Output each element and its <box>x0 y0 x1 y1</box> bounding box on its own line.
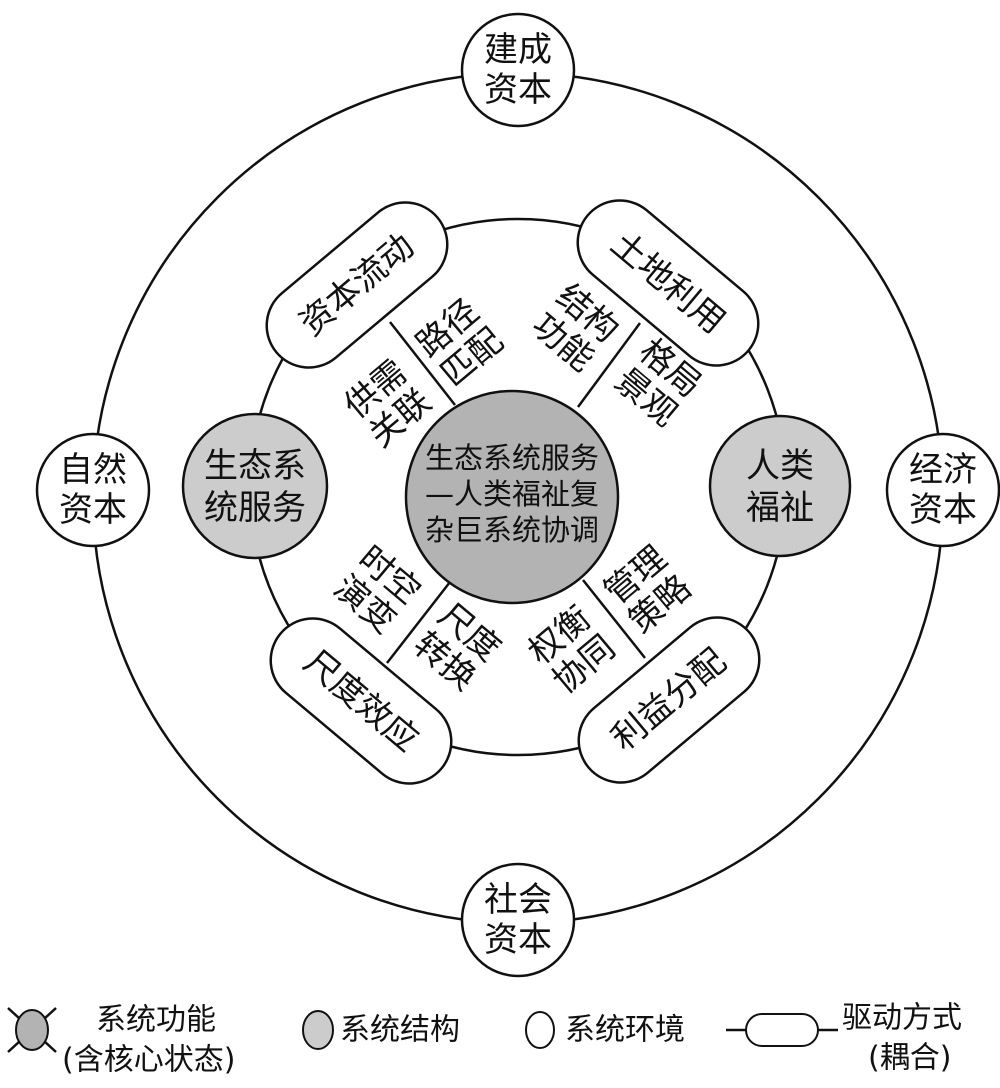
diagram-label: 经济 <box>909 450 977 490</box>
function-spatiotemporal: 时空 演变 <box>326 538 428 641</box>
env-node-social-capital: 社会 资本 <box>460 862 576 978</box>
legend-structure-label: 系统结构 <box>340 1013 460 1048</box>
diagram-label: 建成 <box>484 30 552 70</box>
legend-structure-icon <box>302 1010 334 1050</box>
legend-function-label: 系统功能 <box>96 1003 216 1038</box>
structure-node-human-wellbeing: 人类 福祉 <box>708 414 852 558</box>
legend-driver-sublabel: (耦合) <box>868 1041 951 1076</box>
legend-function-sublabel: (含核心状态) <box>62 1043 235 1078</box>
divider-line <box>389 321 456 406</box>
diagram-label: —人类福祉复 <box>425 477 599 511</box>
diagram-label: 人类 <box>746 446 814 486</box>
function-tradeoff-synergy: 权衡 协同 <box>521 598 623 701</box>
core-node: 生态系统服务 —人类福祉复 杂巨系统协调 <box>404 389 620 605</box>
diagram-label: 杂巨系统协调 <box>425 513 599 547</box>
diagram-label: 福祉 <box>746 488 814 528</box>
legend-environment-icon <box>525 1011 555 1049</box>
env-node-built-capital: 建成 资本 <box>460 12 576 128</box>
function-scale-conversion: 尺度 转换 <box>406 595 508 698</box>
structure-node-ecosystem-services: 生态系 统服务 <box>181 412 329 560</box>
legend-function-icon <box>7 1007 57 1053</box>
legend-environment-label: 系统环境 <box>565 1013 685 1048</box>
divider-line <box>582 579 646 659</box>
function-path-matching: 路径 匹配 <box>409 291 511 394</box>
diagram-label: 资本 <box>909 490 977 530</box>
diagram-label: 资本 <box>484 70 552 110</box>
diagram-label: 社会 <box>484 880 552 920</box>
diagram-label: 生态系 <box>204 446 306 486</box>
diagram-label: 资本 <box>484 920 552 960</box>
diagram-label: 生态系统服务 <box>425 441 599 475</box>
env-node-natural-capital: 自然 资本 <box>35 432 151 548</box>
legend-driver-label: 驱动方式 <box>842 1001 962 1036</box>
env-node-economic-capital: 经济 资本 <box>885 432 1000 548</box>
diagram-label: 自然 <box>59 450 127 490</box>
diagram-label: 统服务 <box>204 488 306 528</box>
divider-line <box>576 322 642 408</box>
legend: 系统功能 (含核心状态) 系统结构 系统环境 驱动方式 (耦合) <box>7 1001 962 1078</box>
divider-line <box>386 581 451 664</box>
diagram-label: 资本 <box>59 490 127 530</box>
function-management-strategy: 管理 策略 <box>597 538 699 641</box>
legend-driver-icon <box>726 1013 838 1047</box>
